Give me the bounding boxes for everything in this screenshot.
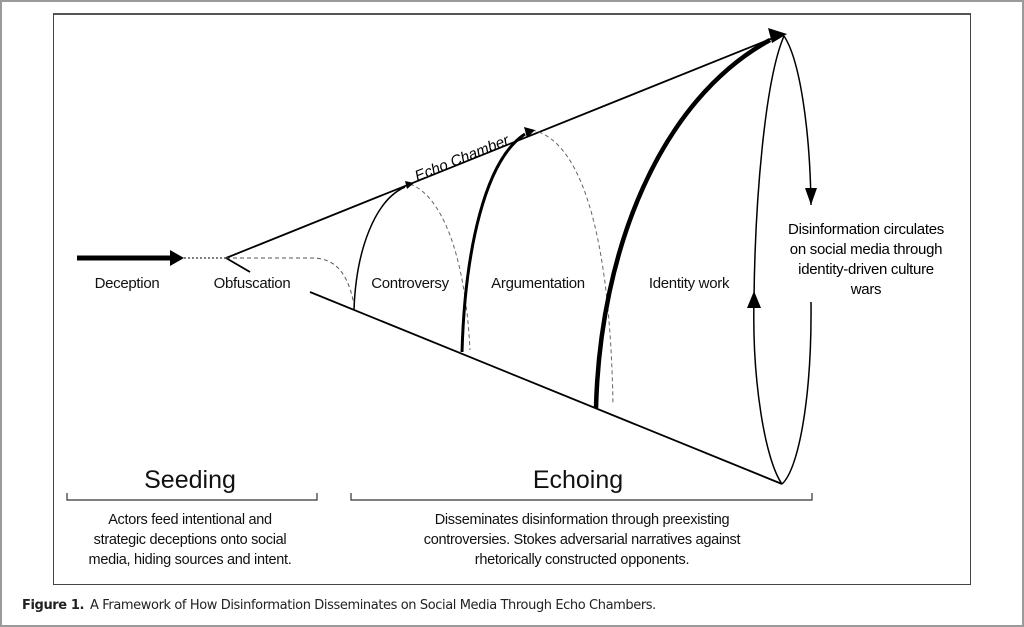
circulation-line: wars: [850, 281, 882, 298]
description-line: strategic deceptions onto social: [93, 532, 287, 548]
up-arrow-icon: [747, 291, 761, 308]
figure-caption: Figure 1. A Framework of How Disinformati…: [22, 598, 656, 613]
circulation-line: on social media through: [789, 241, 943, 258]
argumentation-arrowhead: [524, 127, 535, 138]
stage-deception: Deception: [94, 275, 160, 292]
cone-bottom-line: [309, 291, 783, 485]
cone-top-line: [225, 35, 779, 259]
cone-apex-tick: [225, 257, 251, 273]
echoing-description: Disseminates disinformation through pree…: [423, 510, 741, 570]
identity-work-arc: [593, 38, 772, 409]
circulation-text: Disinformation circulates on social medi…: [788, 220, 944, 300]
argumentation-dashed-arc: [531, 129, 614, 406]
echoing-title: Echoing: [532, 466, 624, 494]
echoing-bracket: [350, 493, 813, 501]
stage-controversy: Controversy: [371, 275, 449, 292]
seeding-bracket: [66, 493, 318, 501]
caption-text: A Framework of How Disinformation Dissem…: [90, 598, 656, 613]
caption-label: Figure 1.: [22, 598, 85, 613]
circulation-loop-right: [781, 35, 812, 485]
circulation-line: Disinformation circulates: [788, 221, 944, 238]
down-arrow-icon: [805, 188, 817, 205]
description-line: media, hiding sources and intent.: [88, 552, 292, 568]
stage-obfuscation: Obfuscation: [213, 275, 291, 292]
description-line: controversies. Stokes adversarial narrat…: [423, 532, 741, 548]
controversy-dashed-arc: [409, 183, 471, 351]
circulation-line: identity-driven culture: [798, 261, 934, 278]
stage-argumentation: Argumentation: [491, 275, 585, 292]
description-line: Actors feed intentional and: [108, 512, 272, 528]
stage-identity-work: Identity work: [648, 275, 730, 292]
seeding-description: Actors feed intentional and strategic de…: [89, 510, 292, 570]
obfuscation-dashed-curve: [226, 257, 356, 311]
circulation-loop-left: [753, 35, 785, 485]
figure-box: [53, 13, 971, 585]
description-line: rhetorically constructed opponents.: [474, 552, 690, 568]
controversy-arc: [353, 186, 406, 311]
seeding-title: Seeding: [144, 466, 236, 494]
controversy-arrowhead: [405, 181, 414, 189]
argumentation-arc: [460, 132, 526, 353]
top-arrowhead: [768, 28, 787, 43]
description-line: Disseminates disinformation through pree…: [434, 512, 730, 528]
deception-arrow: [77, 250, 184, 266]
